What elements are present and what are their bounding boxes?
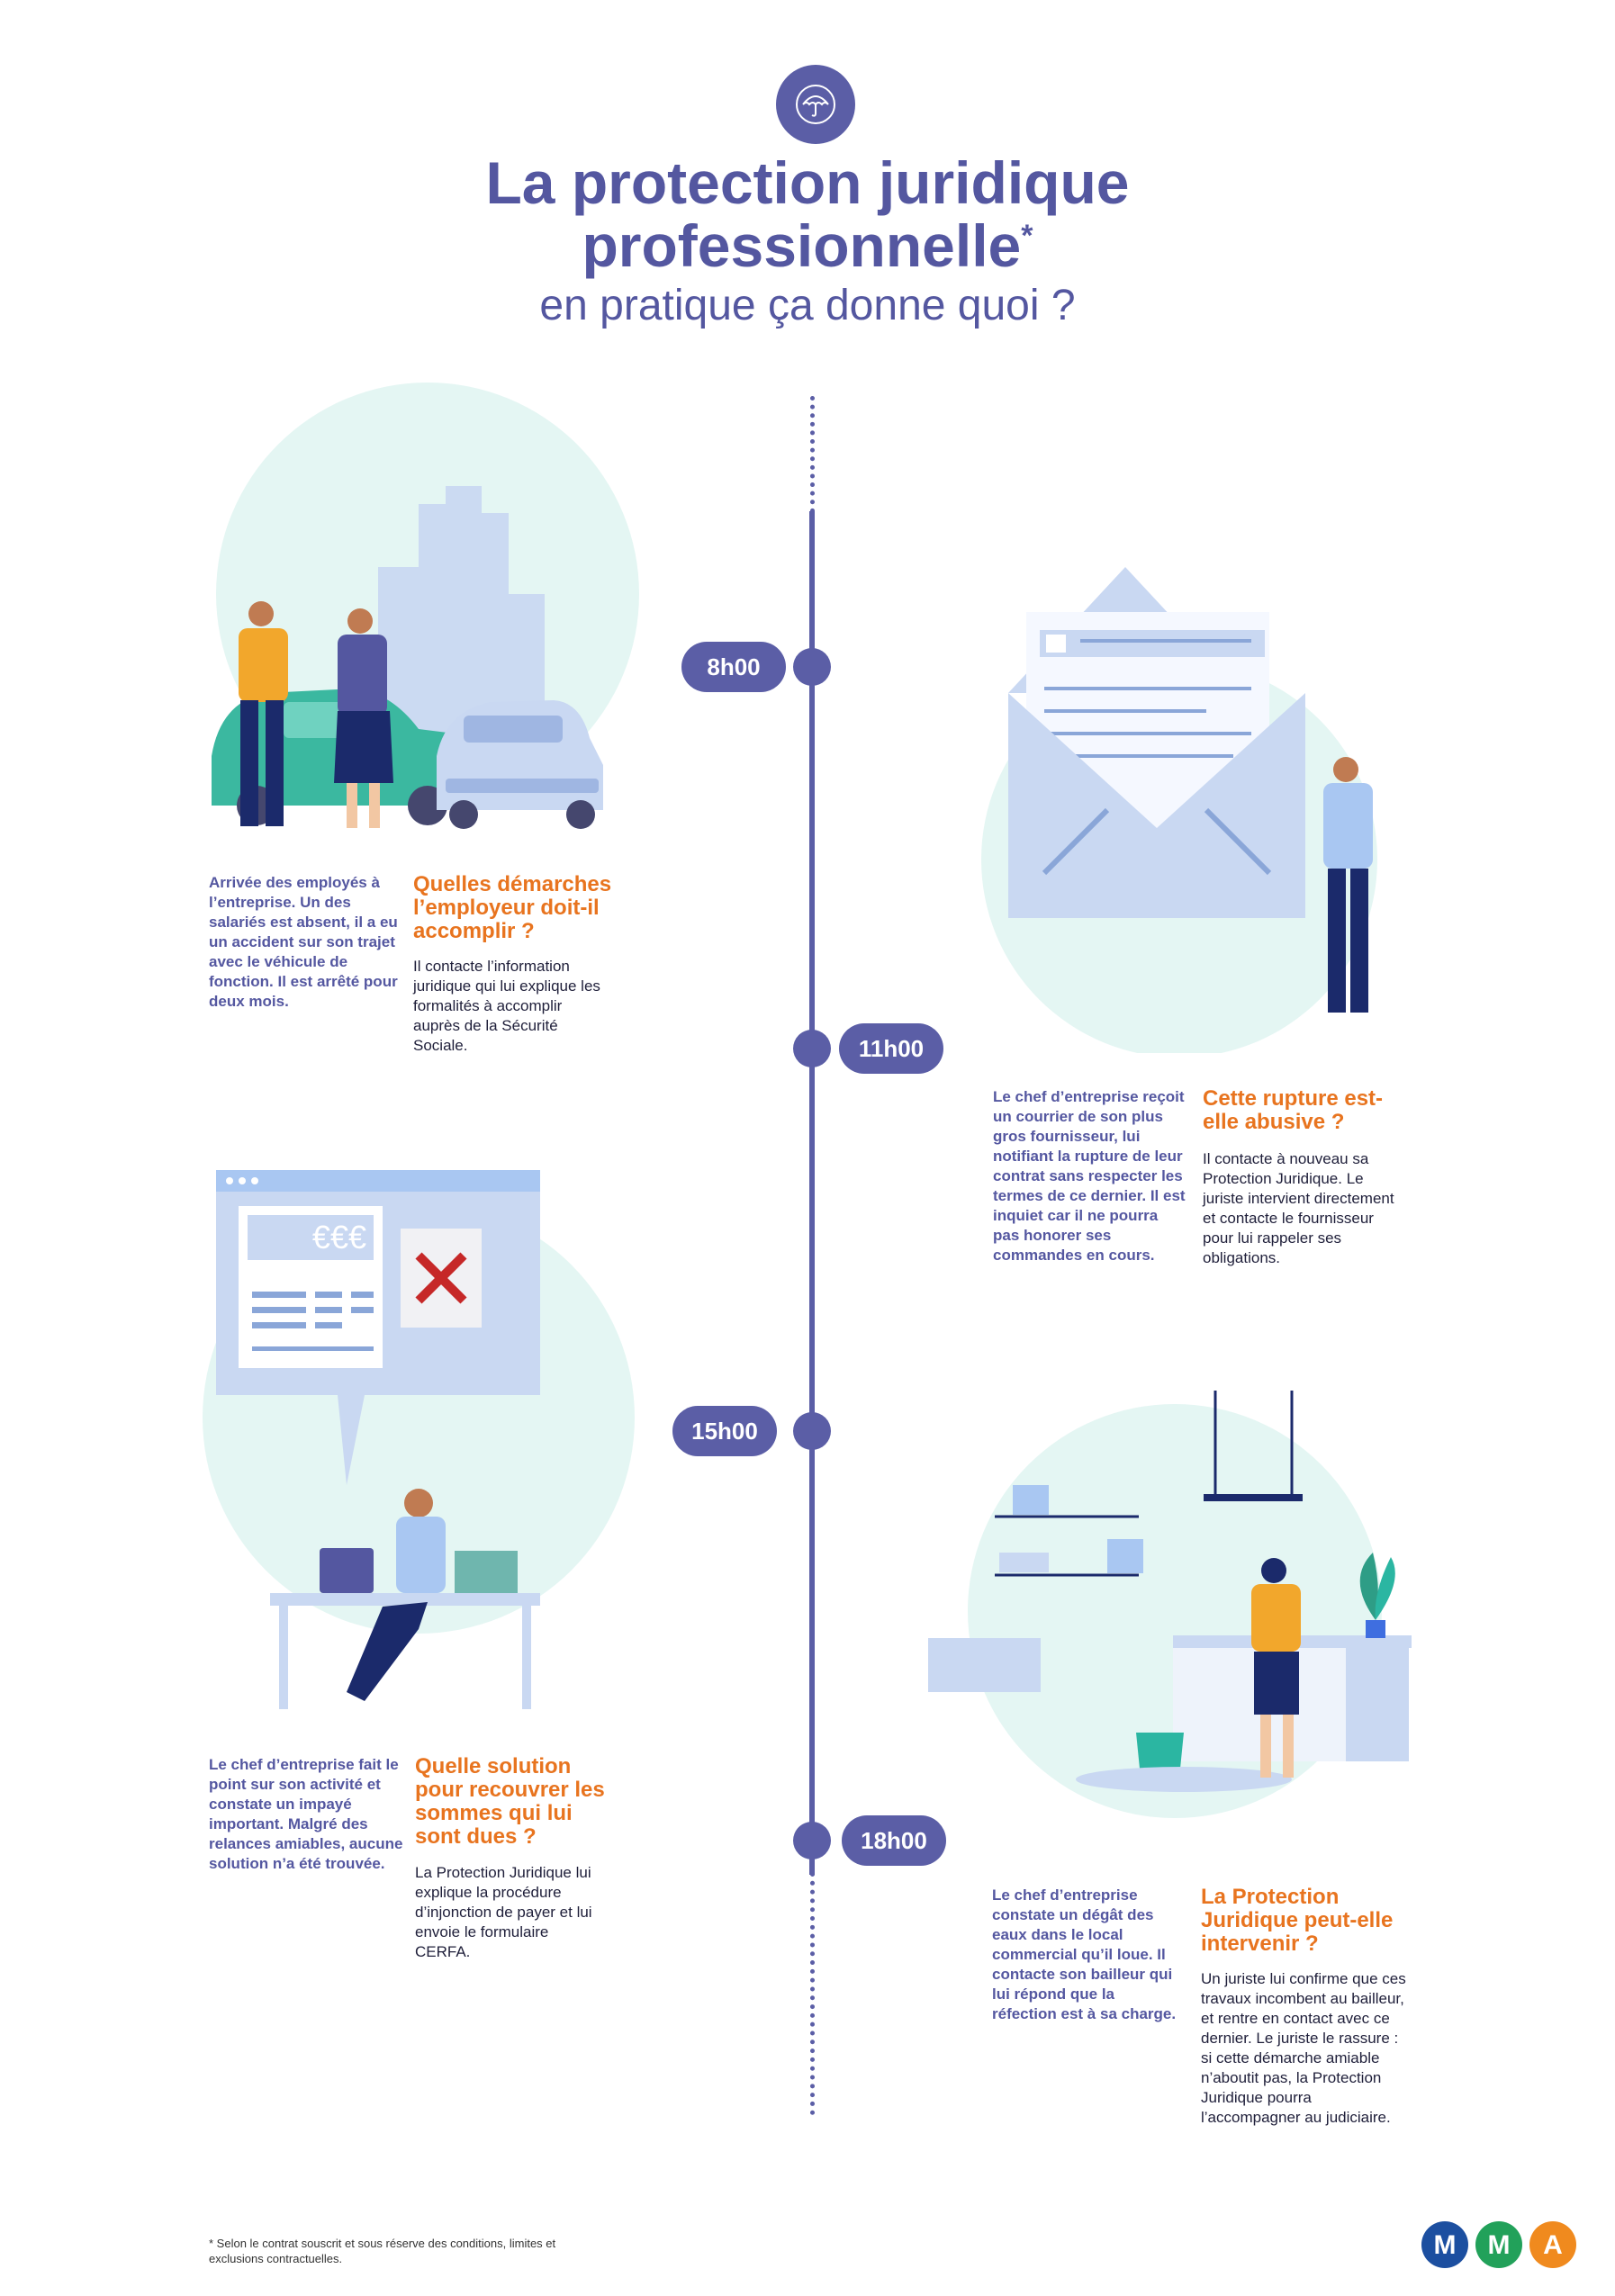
- step-11h00-question: Cette rupture est-elle abusive ?: [1203, 1086, 1384, 1134]
- time-badge-8h00: 8h00: [681, 642, 786, 692]
- letter-illustration: [981, 567, 1377, 1053]
- footnote: * Selon le contrat souscrit et sous rése…: [209, 2237, 556, 2265]
- step-8h00-question: Quelles démarches l’employeur doit-il ac…: [413, 872, 612, 943]
- timeline-dots-bottom: [810, 1872, 815, 2115]
- timeline-node-18h00: [793, 1822, 831, 1859]
- brand-letter-1: M: [1434, 2230, 1457, 2260]
- time-badge-11h00: 11h00: [839, 1023, 943, 1074]
- brand-letter-3: A: [1543, 2230, 1563, 2260]
- step-18h00-question: La Protection Juridique peut-elle interv…: [1201, 1885, 1394, 1956]
- step-18h00-description: Le chef d’entreprise constate un dégât d…: [992, 1886, 1177, 2022]
- step-11h00-answer: Il contacte à nouveau sa Protection Juri…: [1203, 1150, 1394, 1266]
- step-15h00-answer: La Protection Juridique lui explique la …: [415, 1864, 592, 1960]
- timeline-line: [809, 511, 815, 1875]
- umbrella-icon: [796, 85, 835, 124]
- timeline-node-11h00: [793, 1030, 831, 1067]
- page-title: La protection juridique professionnelle*: [270, 151, 1345, 277]
- brand-letter-2: M: [1488, 2230, 1511, 2260]
- step-15h00-description: Le chef d’entreprise fait le point sur s…: [209, 1756, 403, 1872]
- invoice-illustration: €€€: [203, 1161, 653, 1719]
- water-damage-illustration: [928, 1391, 1412, 1818]
- step-15h00-question: Quelle solution pour recouvrer les somme…: [415, 1754, 605, 1849]
- time-badge-15h00: 15h00: [672, 1406, 777, 1456]
- title-line-2-text: professionnelle: [582, 212, 1022, 279]
- title-line-2: professionnelle*: [270, 214, 1345, 277]
- title-line-1: La protection juridique: [485, 149, 1130, 216]
- step-8h00-answer: Il contacte l’information juridique qui …: [413, 958, 600, 1054]
- timeline-dots-top: [810, 396, 815, 513]
- time-badge-18h00: 18h00: [842, 1815, 946, 1866]
- close-icon: [415, 1252, 467, 1304]
- invoice-amount: €€€: [311, 1219, 366, 1256]
- step-8h00-description: Arrivée des employés à l’entreprise. Un …: [209, 874, 398, 1010]
- timeline-node-15h00: [793, 1412, 831, 1450]
- title-footnote-mark: *: [1021, 219, 1033, 253]
- timeline-node-8h00: [793, 648, 831, 686]
- page-subtitle: en pratique ça donne quoi ?: [539, 282, 1076, 329]
- mma-logo: M M A: [1421, 2220, 1579, 2269]
- step-11h00-description: Le chef d’entreprise reçoit un courrier …: [993, 1088, 1186, 1264]
- step-18h00-answer: Un juriste lui confirme que ces travaux …: [1201, 1970, 1406, 2126]
- umbrella-logo: [776, 65, 855, 144]
- car-accident-illustration: [212, 383, 639, 829]
